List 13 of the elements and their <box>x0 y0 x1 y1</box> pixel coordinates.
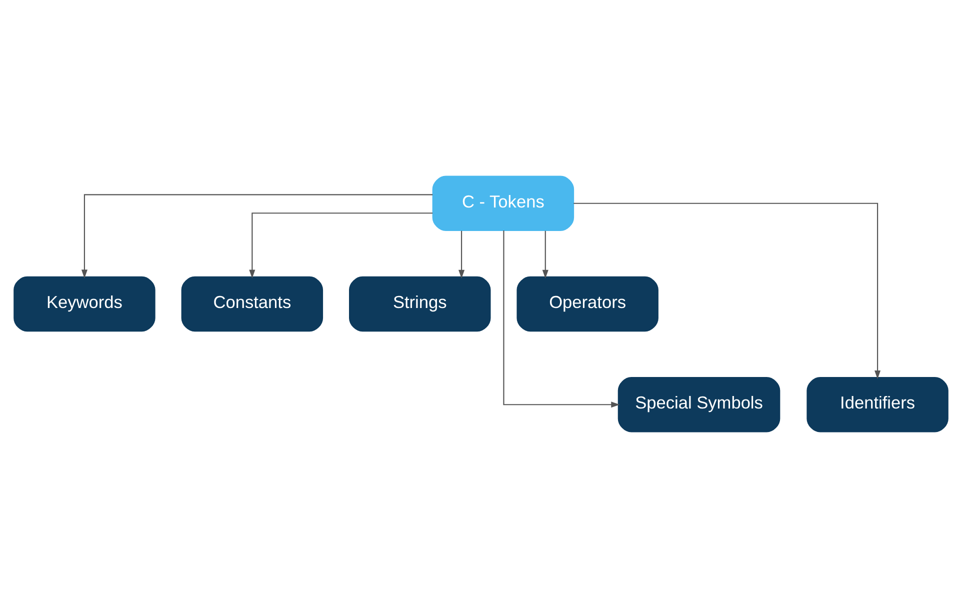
node-box: Operators <box>516 276 658 332</box>
arrow <box>542 230 548 278</box>
node-box: Special Symbols <box>617 376 780 432</box>
node-box: C - Tokens <box>432 175 574 230</box>
node-box: Identifiers <box>806 376 948 432</box>
arrow <box>80 194 432 278</box>
node-box: Strings <box>348 276 490 332</box>
arrow <box>502 230 620 408</box>
arrow <box>248 212 432 278</box>
arrow <box>573 202 880 379</box>
arrow <box>458 230 464 278</box>
node-box: Constants <box>180 276 323 332</box>
node-box: Keywords <box>13 276 155 332</box>
